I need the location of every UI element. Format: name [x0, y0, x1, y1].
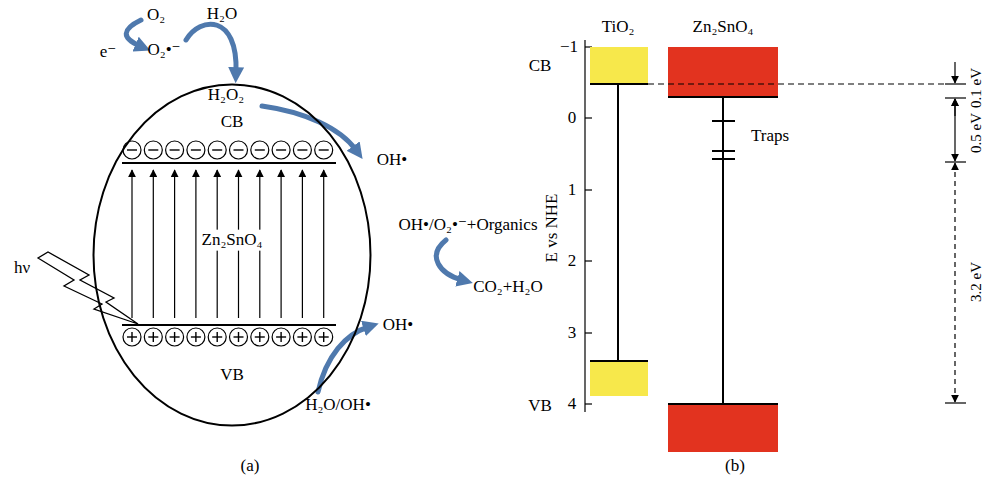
band-label: CB: [529, 57, 552, 76]
species: H₂O/OH•: [305, 396, 371, 415]
node-label: Zn₂SnO₄: [199, 230, 266, 251]
species: e⁻: [100, 43, 117, 62]
photon-label: hν: [14, 259, 30, 278]
tick-label: −1: [560, 38, 578, 57]
panel-label: (b): [725, 457, 745, 476]
node-label: VB: [220, 366, 244, 385]
axis-title: E vs NHE: [543, 194, 562, 263]
dimension: 3.2 eV: [968, 262, 985, 302]
panel-label: (a): [241, 457, 260, 476]
species: CO₂+H₂O: [473, 278, 543, 297]
tick-label: 2: [568, 252, 577, 271]
light-bolt: [38, 252, 138, 324]
tick-label: 4: [568, 395, 577, 414]
band-diagram: [585, 40, 966, 452]
tick-label: 3: [568, 324, 577, 343]
node-label: CB: [221, 113, 244, 132]
vb-edge: [122, 324, 336, 326]
species: H₂O: [207, 5, 237, 24]
particle-circle: CB Zn₂SnO₄ VB: [92, 83, 372, 427]
material-name: TiO₂: [602, 18, 635, 37]
tick-label: 0: [568, 109, 577, 128]
band-label: VB: [528, 397, 552, 416]
cb-edge: [122, 162, 336, 164]
tick-label: 1: [568, 181, 577, 200]
species: OH•/O₂•⁻+Organics: [398, 216, 537, 235]
species: H₂O₂: [208, 86, 244, 105]
dimension: 0.5 eV: [968, 113, 985, 153]
trap-label: Traps: [751, 127, 789, 146]
species: OH•: [377, 151, 408, 170]
species: OH•: [383, 316, 414, 335]
material-name: Zn₂SnO₄: [693, 18, 754, 37]
species: O₂•⁻: [147, 41, 180, 60]
reaction-arrows: [126, 20, 462, 392]
species: O₂: [147, 6, 165, 25]
charge-carriers: [123, 141, 333, 346]
dimension: 0.1 eV: [968, 68, 985, 108]
